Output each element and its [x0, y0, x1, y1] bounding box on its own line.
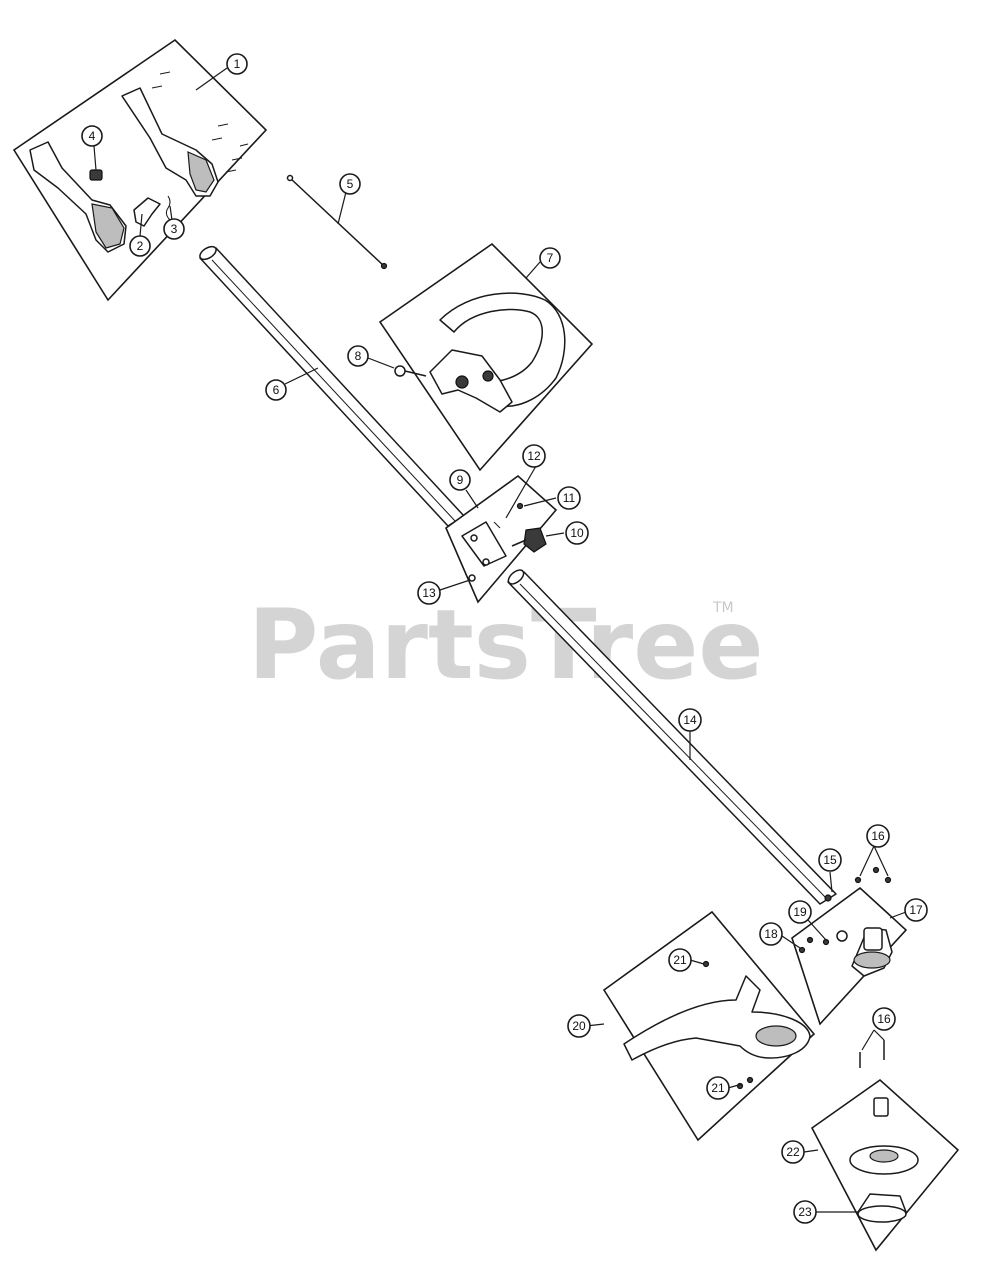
svg-text:3: 3 [171, 222, 178, 236]
callout-22: 22 [781, 1140, 805, 1164]
svg-text:16: 16 [877, 1012, 891, 1026]
callout-17: 17 [904, 898, 928, 922]
callout-5: 5 [339, 173, 361, 195]
callout-8: 8 [347, 345, 369, 367]
svg-text:5: 5 [347, 177, 354, 191]
svg-text:18: 18 [764, 927, 778, 941]
callout-13: 13 [417, 581, 441, 605]
svg-text:22: 22 [786, 1145, 800, 1159]
trimmer-head-panel [810, 1078, 960, 1252]
svg-text:20: 20 [572, 1019, 586, 1033]
callout-9: 9 [449, 469, 471, 491]
leader-lines [93, 67, 907, 1213]
callout-16-lower: 16 [872, 1007, 896, 1031]
callout-23: 23 [793, 1200, 817, 1224]
lower-shaft [507, 569, 837, 905]
callout-2: 2 [129, 235, 151, 257]
loop-handle-panel [378, 242, 594, 472]
callout-3: 3 [163, 218, 185, 240]
svg-text:13: 13 [422, 586, 436, 600]
callout-16-top: 16 [866, 824, 890, 848]
svg-text:21: 21 [711, 1081, 725, 1095]
svg-text:23: 23 [798, 1205, 812, 1219]
coupler-panel [445, 474, 558, 604]
callout-15: 15 [818, 848, 842, 872]
svg-text:16: 16 [871, 829, 885, 843]
svg-text:11: 11 [563, 491, 576, 505]
svg-text:7: 7 [547, 251, 554, 265]
handle-assembly-panel [12, 38, 268, 302]
callout-21-top: 21 [668, 948, 692, 972]
svg-text:4: 4 [89, 129, 96, 143]
callouts: 1 2 3 4 5 6 7 8 9 10 11 12 13 14 15 16 1… [81, 53, 928, 1224]
callout-10: 10 [565, 521, 589, 545]
svg-text:19: 19 [793, 905, 807, 919]
guard-panel [602, 910, 885, 1142]
svg-text:17: 17 [909, 903, 923, 917]
callout-21-lower: 21 [706, 1076, 730, 1100]
svg-text:1: 1 [234, 57, 241, 71]
callout-7: 7 [539, 247, 561, 269]
watermark: PartsTree TM [248, 589, 763, 701]
svg-text:15: 15 [823, 853, 837, 867]
svg-text:10: 10 [570, 526, 584, 540]
svg-text:6: 6 [273, 383, 280, 397]
callout-12: 12 [522, 444, 546, 468]
callout-1: 1 [226, 53, 248, 75]
throttle-cable [286, 174, 388, 270]
watermark-text: PartsTree [248, 589, 763, 701]
svg-text:2: 2 [137, 239, 144, 253]
callout-18: 18 [759, 922, 783, 946]
svg-text:9: 9 [457, 473, 464, 487]
callout-6: 6 [265, 379, 287, 401]
callout-4: 4 [81, 125, 103, 147]
svg-text:8: 8 [355, 349, 362, 363]
callout-14: 14 [678, 708, 702, 732]
callout-19: 19 [788, 900, 812, 924]
svg-text:12: 12 [527, 449, 541, 463]
callout-11: 11 [557, 486, 581, 510]
callout-20: 20 [567, 1014, 591, 1038]
svg-text:14: 14 [683, 713, 697, 727]
gearhead-panel [791, 866, 908, 1026]
watermark-tm: TM [712, 600, 734, 616]
svg-text:21: 21 [673, 953, 687, 967]
